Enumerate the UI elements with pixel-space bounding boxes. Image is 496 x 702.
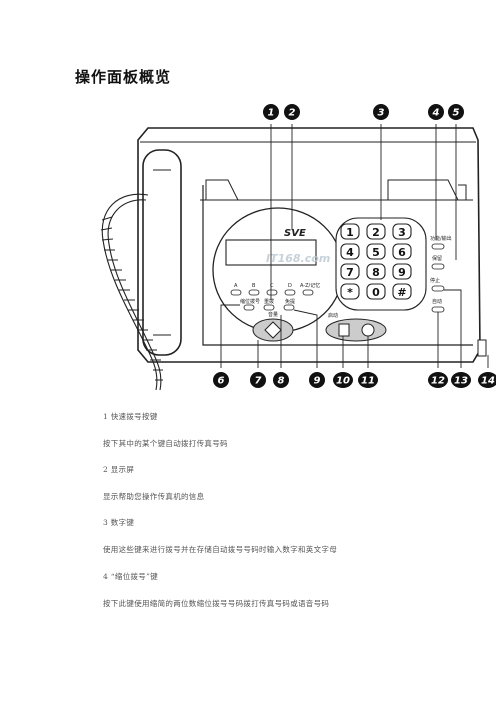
fax-panel-figure: SVE IT168.com A B C D A-Z/记忆 缩位拨号 重拨 免提 … — [88, 100, 496, 400]
svg-text:0: 0 — [372, 286, 380, 299]
keypad-key: * — [340, 283, 360, 300]
svg-text:A: A — [234, 283, 238, 289]
callout-label: 7 — [255, 376, 262, 387]
callout-14: 14 — [478, 372, 496, 388]
svg-text:#: # — [397, 286, 406, 299]
copy-stop-oval — [325, 318, 387, 342]
number-keypad: 1 2 3 4 5 6 7 8 9 * 0 # — [340, 223, 412, 300]
svg-text:2: 2 — [372, 226, 380, 239]
svg-text:4: 4 — [346, 246, 354, 259]
callout-3: 3 — [373, 104, 389, 120]
callout-5: 5 — [448, 104, 464, 120]
callout-label: 11 — [361, 376, 375, 387]
svg-text:7: 7 — [346, 266, 354, 279]
svg-text:功能/输出: 功能/输出 — [430, 235, 452, 242]
svg-text:保留: 保留 — [432, 255, 442, 262]
callout-label: 14 — [481, 376, 495, 387]
svg-text:重拨: 重拨 — [264, 298, 274, 305]
callout-7: 7 — [250, 372, 266, 388]
svg-text:3: 3 — [398, 226, 406, 239]
brand-logo: SVE — [284, 228, 306, 239]
handset-cord — [100, 193, 163, 391]
callout-9: 9 — [309, 372, 325, 388]
svg-text:5: 5 — [372, 246, 380, 259]
callout-10: 10 — [333, 372, 353, 388]
callout-label: 5 — [453, 108, 460, 119]
keypad-key: 8 — [366, 263, 386, 280]
callout-4: 4 — [428, 104, 444, 120]
fax-illustration: SVE IT168.com A B C D A-Z/记忆 缩位拨号 重拨 免提 … — [100, 104, 496, 391]
keypad-key: 4 — [340, 243, 360, 260]
side-buttons: 功能/输出 保留 停止 自动 — [430, 235, 452, 313]
callout-6: 6 — [213, 372, 229, 388]
svg-text:缩位拨号: 缩位拨号 — [240, 298, 260, 305]
callout-8: 8 — [273, 372, 289, 388]
svg-text:*: * — [347, 286, 353, 299]
callout-2: 2 — [284, 104, 300, 120]
callout-12: 12 — [428, 372, 448, 388]
svg-text:D: D — [288, 283, 292, 289]
svg-text:启动: 启动 — [328, 312, 338, 319]
callout-label: 1 — [268, 108, 275, 119]
item-2-heading: 2 显示屏 — [103, 465, 135, 474]
callout-label: 6 — [218, 376, 225, 387]
handset — [142, 149, 182, 356]
svg-text:8: 8 — [372, 266, 380, 279]
keypad-key: 0 — [366, 283, 386, 300]
svg-text:1: 1 — [346, 226, 354, 239]
svg-text:9: 9 — [398, 266, 406, 279]
item-3-text: 使用这些键来进行拨号并在存储自动拨号号码时输入数字和英文字母 — [103, 545, 337, 554]
item-4-heading: 4 “缩位拨号”键 — [103, 572, 159, 581]
svg-text:音量: 音量 — [268, 311, 278, 318]
item-2-text: 显示帮助您操作传真机的信息 — [103, 492, 205, 501]
page-title: 操作面板概览 — [75, 68, 172, 86]
callout-label: 4 — [432, 108, 440, 119]
callout-label: 10 — [336, 376, 350, 387]
keypad-key: 6 — [392, 243, 412, 260]
callout-leaders — [220, 124, 489, 368]
svg-text:免提: 免提 — [285, 298, 295, 305]
keypad-key: 7 — [340, 263, 360, 280]
svg-text:A-Z/记忆: A-Z/记忆 — [300, 282, 320, 289]
callout-label: 12 — [431, 376, 445, 387]
keypad-area: 1 2 3 4 5 6 7 8 9 * 0 # — [335, 217, 427, 311]
keypad-key: 3 — [392, 223, 412, 240]
callout-label: 13 — [454, 376, 468, 387]
svg-text:B: B — [252, 283, 256, 289]
item-1-text: 按下其中的某个键自动拨打传真号码 — [103, 439, 228, 448]
keypad-key: 1 — [340, 223, 360, 240]
keypad-key: # — [392, 283, 412, 300]
item-4-text: 按下此键使用缩简的两位数缩位拨号号码拨打传真号码或语音号码 — [103, 599, 330, 608]
svg-text:自动: 自动 — [432, 298, 442, 305]
callout-13: 13 — [451, 372, 471, 388]
callout-label: 8 — [278, 376, 285, 387]
callout-label: 3 — [378, 108, 385, 119]
item-3-heading: 3 数字键 — [103, 518, 135, 527]
callout-label: 9 — [314, 376, 321, 387]
item-1-heading: 1 快速拨号按键 — [103, 412, 158, 421]
keypad-key: 5 — [366, 243, 386, 260]
keypad-key: 9 — [392, 263, 412, 280]
keypad-key: 2 — [366, 223, 386, 240]
callout-1: 1 — [263, 104, 279, 120]
svg-text:停止: 停止 — [430, 277, 440, 284]
svg-text:6: 6 — [398, 246, 406, 259]
one-touch-keys: A B C D A-Z/记忆 缩位拨号 重拨 免提 音量 — [230, 282, 320, 318]
callout-11: 11 — [358, 372, 378, 388]
callout-label: 2 — [289, 108, 296, 119]
svg-text:C: C — [270, 283, 274, 289]
watermark: IT168.com — [266, 252, 330, 265]
